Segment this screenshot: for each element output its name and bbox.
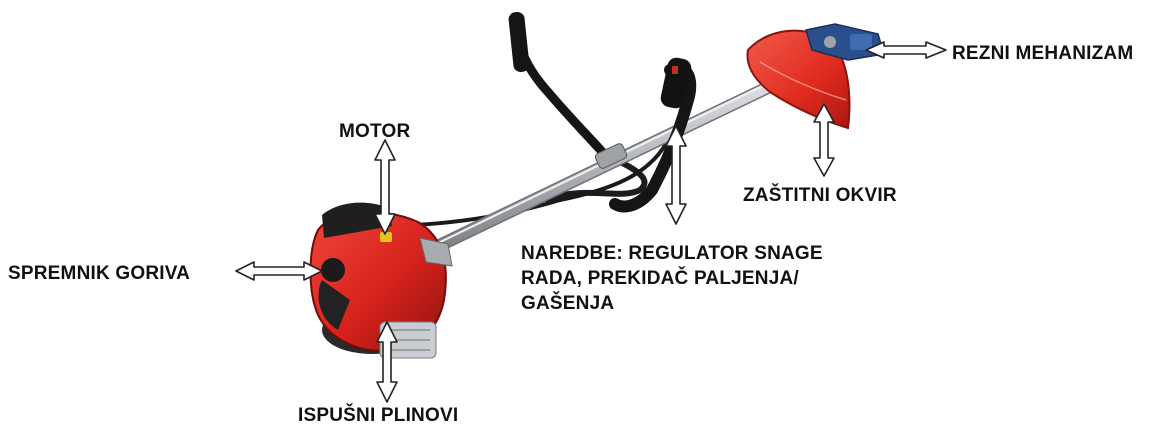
- cutting-head: [747, 24, 884, 128]
- controls-arrow: [666, 126, 686, 224]
- exhaust-label: ISPUŠNI PLINOVI: [298, 404, 458, 427]
- rear-handle: [508, 11, 645, 200]
- fuel-tank-arrow: [236, 262, 322, 280]
- fuel-tank-label: SPREMNIK GORIVA: [8, 262, 190, 285]
- cutting-mechanism-arrow: [866, 42, 946, 58]
- motor-arrow: [375, 140, 395, 234]
- controls-label: NAREDBE: REGULATOR SNAGE RADA, PREKIDAČ …: [521, 241, 823, 316]
- cutting-mechanism-label: REZNI MEHANIZAM: [952, 42, 1133, 65]
- control-grip: [615, 56, 693, 206]
- motor-label: MOTOR: [339, 120, 410, 143]
- guard-label: ZAŠTITNI OKVIR: [743, 184, 897, 207]
